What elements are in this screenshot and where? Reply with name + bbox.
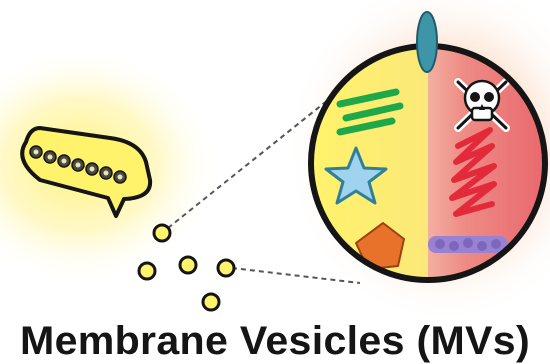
membrane-channel-icon <box>417 12 437 72</box>
small-vesicle <box>180 257 196 273</box>
skull-crossbones-icon <box>458 81 506 128</box>
small-vesicle <box>218 260 234 276</box>
diagram-caption: Membrane Vesicles (MVs) <box>20 319 530 363</box>
small-vesicle <box>154 225 170 241</box>
purple-protein-icon <box>428 236 508 253</box>
small-vesicle <box>139 263 155 279</box>
small-vesicle <box>203 294 219 310</box>
